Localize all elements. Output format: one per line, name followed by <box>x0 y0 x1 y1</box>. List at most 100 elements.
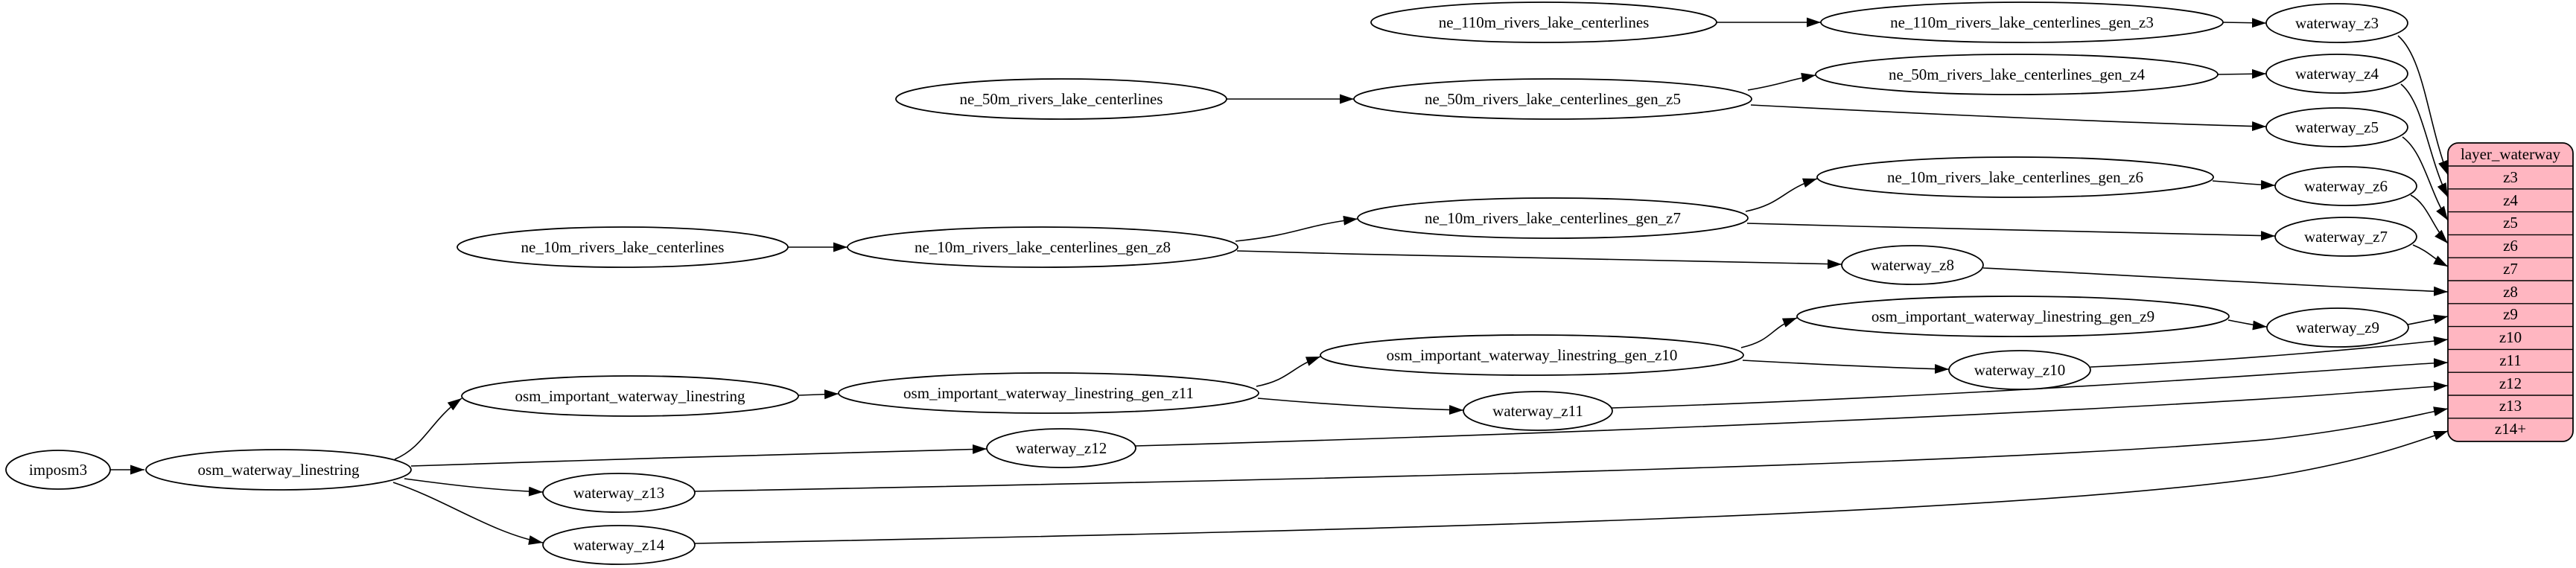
node-label: waterway_z9 <box>2296 319 2379 336</box>
edge-gen_z11-gen_z10 <box>1256 356 1321 387</box>
node-waterway_z11: waterway_z11 <box>1463 391 1613 431</box>
table-row-z4: z4 <box>2503 191 2518 209</box>
edge-gen_z7-waterway_z7 <box>1746 223 2276 241</box>
table-row-z14plus: z14+ <box>2495 420 2526 438</box>
node-label: ne_10m_rivers_lake_centerlines_gen_z8 <box>915 238 1171 256</box>
node-waterway_z6: waterway_z6 <box>2274 166 2417 206</box>
edge-waterway_z3-row_z3 <box>2397 35 2449 176</box>
node-label: waterway_z12 <box>1016 439 1107 457</box>
edge-waterway_z11-row_z11 <box>1611 358 2449 409</box>
node-label: waterway_z13 <box>573 484 664 502</box>
node-label: waterway_z8 <box>1871 256 1954 274</box>
node-waterway_z12: waterway_z12 <box>986 428 1136 468</box>
node-waterway_z5: waterway_z5 <box>2265 107 2408 147</box>
node-waterway_z7: waterway_z7 <box>2274 217 2417 257</box>
table-row-z5: z5 <box>2503 214 2518 232</box>
edge-osm_waterway_linestring-waterway_z12 <box>410 444 988 467</box>
node-waterway_z4: waterway_z4 <box>2265 54 2408 94</box>
edge-waterway_z6-row_z6 <box>2410 194 2449 244</box>
node-label: ne_110m_rivers_lake_centerlines_gen_z3 <box>1890 13 2154 31</box>
node-waterway_z14: waterway_z14 <box>542 525 696 565</box>
edge-osm_waterway_linestring-waterway_z13 <box>404 478 544 497</box>
node-label: ne_10m_rivers_lake_centerlines_gen_z7 <box>1425 209 1681 227</box>
node-waterway_z3: waterway_z3 <box>2265 3 2408 43</box>
node-osm_important_waterway_linestring_gen_z11: osm_important_waterway_linestring_gen_z1… <box>838 372 1259 414</box>
node-osm_important_waterway_linestring_gen_z9: osm_important_waterway_linestring_gen_z9 <box>1796 296 2230 337</box>
node-ne_50m_rivers_lake_centerlines_gen_z4: ne_50m_rivers_lake_centerlines_gen_z4 <box>1815 54 2219 95</box>
edges-group <box>110 17 2449 545</box>
table-row-z13: z13 <box>2499 397 2522 415</box>
node-label: waterway_z3 <box>2295 14 2379 32</box>
node-imposm3: imposm3 <box>5 450 111 490</box>
table-row-z3: z3 <box>2503 168 2518 186</box>
node-osm_important_waterway_linestring: osm_important_waterway_linestring <box>461 375 799 417</box>
node-label: waterway_z6 <box>2304 177 2388 195</box>
table-row-z7: z7 <box>2503 260 2518 278</box>
node-label: waterway_z14 <box>573 536 665 554</box>
edge-gen_z8-waterway_z8 <box>1236 250 1842 269</box>
edge-gen_z11-waterway_z11 <box>1257 398 1464 415</box>
edge-waterway_z4-row_z4 <box>2400 83 2449 198</box>
edge-waterway_z8-row_z8 <box>1982 267 2449 296</box>
edge-osm_waterway_linestring-waterway_z14 <box>392 482 544 545</box>
edge-waterway_z5-row_z5 <box>2402 136 2449 221</box>
node-ne_10m_rivers_lake_centerlines: ne_10m_rivers_lake_centerlines <box>457 226 789 268</box>
edge-waterway_z10-row_z10 <box>2090 336 2449 368</box>
edge-gen_z7-gen_z6 <box>1745 178 1818 212</box>
table-row-z9: z9 <box>2503 305 2518 323</box>
table-frame <box>2447 142 2574 442</box>
edge-osm_important-gen_z11 <box>798 389 839 400</box>
node-label: osm_waterway_linestring <box>198 461 360 479</box>
edge-gen_z3-waterway_z3 <box>2222 18 2267 28</box>
table-layer_waterway: layer_waterway z3 z4 z5 z6 z7 z8 z9 z10 … <box>2447 142 2574 442</box>
node-label: waterway_z4 <box>2295 65 2379 83</box>
edge-waterway_z9-row_z9 <box>2407 314 2449 325</box>
node-label: imposm3 <box>29 461 87 479</box>
node-osm_important_waterway_linestring_gen_z10: osm_important_waterway_linestring_gen_z1… <box>1320 334 1744 376</box>
table-row-z8: z8 <box>2503 283 2518 301</box>
edge-osm_waterway_linestring-osm_important_waterway_linestring <box>394 398 462 460</box>
node-waterway_z8: waterway_z8 <box>1841 245 1984 285</box>
table-row-z6: z6 <box>2503 237 2518 255</box>
table-row-z11: z11 <box>2499 351 2522 369</box>
node-ne_110m_rivers_lake_centerlines_gen_z3: ne_110m_rivers_lake_centerlines_gen_z3 <box>1820 1 2224 43</box>
node-waterway_z9: waterway_z9 <box>2266 307 2409 348</box>
node-label: osm_important_waterway_linestring_gen_z1… <box>903 384 1194 402</box>
edge-gen_z10-gen_z9 <box>1740 317 1798 348</box>
node-ne_50m_rivers_lake_centerlines_gen_z5: ne_50m_rivers_lake_centerlines_gen_z5 <box>1353 78 1752 120</box>
node-label: waterway_z7 <box>2304 228 2388 246</box>
node-label: osm_important_waterway_linestring_gen_z9 <box>1871 307 2154 325</box>
node-waterway_z10: waterway_z10 <box>1948 350 2091 390</box>
edge-waterway_z13-row_z13 <box>694 406 2449 492</box>
node-ne_10m_rivers_lake_centerlines_gen_z6: ne_10m_rivers_lake_centerlines_gen_z6 <box>1816 156 2214 198</box>
edge-waterway_z7-row_z7 <box>2412 244 2449 267</box>
node-waterway_z13: waterway_z13 <box>542 473 696 513</box>
edge-gen_z8-gen_z7 <box>1235 215 1358 242</box>
edge-gen_z5-gen_z4 <box>1747 72 1816 91</box>
node-ne_10m_rivers_lake_centerlines_gen_z7: ne_10m_rivers_lake_centerlines_gen_z7 <box>1357 197 1749 239</box>
edge-waterway_z12-row_z12 <box>1135 381 2449 447</box>
node-ne_110m_rivers_lake_centerlines: ne_110m_rivers_lake_centerlines <box>1370 1 1717 43</box>
node-label: osm_important_waterway_linestring <box>515 387 745 405</box>
table-row-z10: z10 <box>2499 328 2522 346</box>
edge-gen_z5-waterway_z5 <box>1750 104 2267 132</box>
node-label: ne_110m_rivers_lake_centerlines <box>1439 13 1650 31</box>
edge-gen_z10-waterway_z10 <box>1742 360 1950 374</box>
table-header: layer_waterway <box>2461 145 2561 163</box>
node-label: waterway_z11 <box>1492 402 1583 420</box>
node-label: ne_50m_rivers_lake_centerlines_gen_z4 <box>1889 66 2146 83</box>
edge-waterway_z14-row_z14 <box>694 430 2449 544</box>
node-osm_waterway_linestring: osm_waterway_linestring <box>145 449 412 491</box>
node-ne_50m_rivers_lake_centerlines: ne_50m_rivers_lake_centerlines <box>895 78 1227 120</box>
node-label: waterway_z5 <box>2295 118 2379 136</box>
node-label: osm_important_waterway_linestring_gen_z1… <box>1387 346 1678 364</box>
table-row-z12: z12 <box>2499 374 2522 392</box>
node-label: ne_10m_rivers_lake_centerlines <box>521 238 725 256</box>
node-label: ne_10m_rivers_lake_centerlines_gen_z6 <box>1887 168 2143 186</box>
node-label: ne_50m_rivers_lake_centerlines <box>960 90 1163 108</box>
edge-gen_z9-waterway_z9 <box>2227 319 2268 331</box>
edge-gen_z6-waterway_z6 <box>2212 179 2276 190</box>
node-label: waterway_z10 <box>1974 361 2065 379</box>
node-label: ne_50m_rivers_lake_centerlines_gen_z5 <box>1425 90 1681 108</box>
